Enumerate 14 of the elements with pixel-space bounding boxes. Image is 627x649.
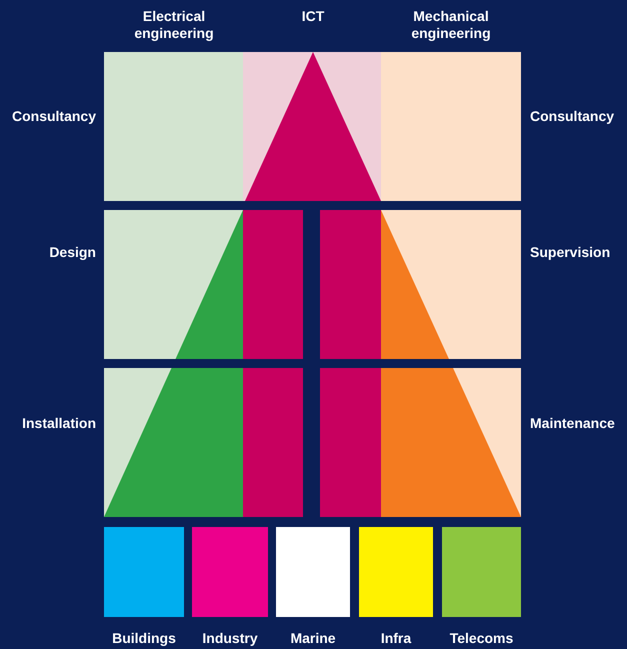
legend-label: Buildings <box>111 630 177 647</box>
legend-label: Industry <box>201 630 259 647</box>
row-label: Design <box>48 244 96 261</box>
row-label: Installation <box>21 415 96 432</box>
legend-label: Marine <box>289 630 337 647</box>
row-label: Maintenance <box>530 415 616 432</box>
legend-label: Infra <box>380 630 412 647</box>
row-label: Supervision <box>530 244 612 261</box>
row-label: Consultancy <box>10 108 96 125</box>
column-heading: ICT <box>300 8 326 25</box>
legend-label: Telecoms <box>448 630 514 647</box>
column-heading: Electrical engineering <box>133 8 215 42</box>
row-label: Consultancy <box>530 108 616 125</box>
column-heading: Mechanical engineering <box>410 8 492 42</box>
